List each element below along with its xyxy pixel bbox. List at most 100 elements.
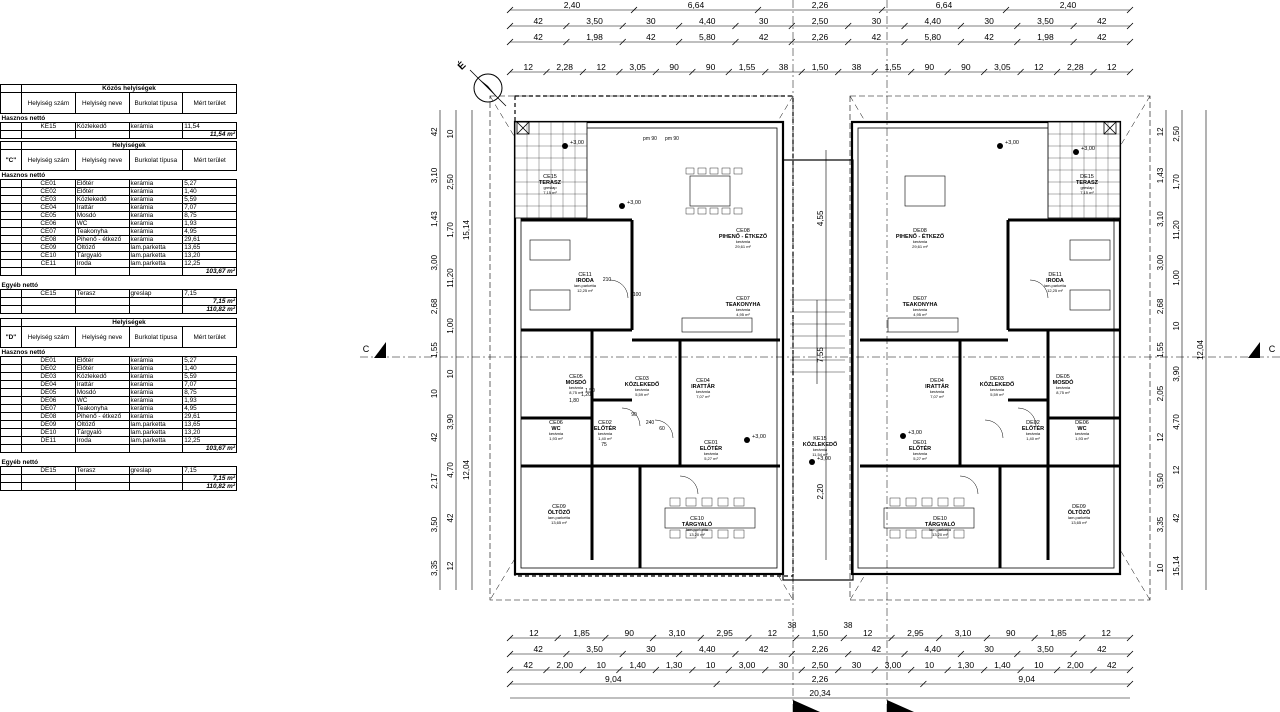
table-cell: kerámia — [128, 122, 184, 131]
chair — [697, 207, 707, 215]
table-cell — [0, 436, 22, 445]
table-cell — [21, 267, 76, 276]
room-id-de03: DE03 — [990, 376, 1004, 382]
table-cell: 5,59 — [182, 372, 237, 381]
table-title: Helyiségek — [21, 318, 237, 327]
table-cell: kerámia — [128, 372, 184, 381]
table-cell: kerámia — [128, 203, 184, 212]
table-cell: Előtér — [74, 356, 130, 365]
top-dim-row3-label: 42 — [872, 32, 882, 42]
table-cell — [0, 235, 22, 244]
table-cell: CE07 — [21, 227, 76, 236]
level-label: +3,00 — [817, 456, 831, 462]
room-area-de05: 8,75 m² — [1056, 390, 1070, 395]
table-cell: Előtér — [74, 364, 130, 373]
bottom-dim-row3-tick — [543, 666, 550, 674]
bottom-dim-row4-label: 9,04 — [605, 674, 622, 684]
table-title-row: Közös helyiségek — [0, 84, 237, 93]
bottom-dim-row4-tick — [1126, 680, 1134, 688]
room-floor-ce15: greslap — [543, 185, 557, 190]
table-cell: DE09 — [21, 420, 76, 429]
bottom-dim-row2-label: 2,26 — [812, 644, 829, 654]
right-dim-col2-label: 4,70 — [1172, 414, 1181, 430]
left-dim-col2-label: 3,90 — [446, 414, 455, 430]
roof-outline-d — [849, 95, 1151, 601]
bottom-dim-row3-label: 42 — [1107, 660, 1117, 670]
table-cell: 8,75 — [182, 211, 237, 220]
bottom-dim-row3-label: 30 — [852, 660, 862, 670]
table-cell: lam.parketta — [128, 436, 184, 445]
room-name-ce09: ÖLTÖZŐ — [548, 509, 571, 516]
top-dim-row2-tick — [732, 22, 739, 30]
room-area-de10: 13,20 m² — [932, 532, 948, 537]
bottom-dim-row3-tick — [1053, 666, 1061, 674]
top-dim-row2-label: 4,40 — [924, 16, 941, 26]
table-cell — [128, 297, 184, 306]
level-marker — [1073, 149, 1079, 155]
bottom-dim-row3-tick — [579, 666, 587, 674]
room-id-ce15: CE15 — [543, 174, 557, 180]
room-floor-de10: lam.parketta — [929, 527, 952, 532]
level-marker — [997, 143, 1003, 149]
level-marker — [619, 203, 625, 209]
top-dim-row4-tick — [834, 68, 842, 76]
table-cell: Teakonyha — [74, 404, 130, 413]
bottom-dim-row3-tick — [871, 666, 878, 674]
table-cell — [74, 482, 130, 491]
left-dim-col1-label: 3,50 — [430, 516, 439, 532]
room-name-ce04: IRATTÁR — [691, 383, 715, 390]
room-name-ce03: KÖZLEKEDŐ — [625, 381, 660, 388]
column-header: Mért terület — [182, 326, 237, 348]
table-cell: 11,54 — [182, 122, 237, 131]
sum-row: 11,54 m² — [0, 130, 237, 139]
level-label: +3,00 — [1081, 146, 1095, 152]
top-dim-row3-tick — [1070, 38, 1077, 46]
chair — [889, 529, 901, 539]
table-cell — [0, 187, 22, 196]
table-cell: CE15 — [21, 289, 76, 298]
chair — [889, 497, 901, 507]
room-id-ce11: CE11 — [578, 272, 591, 278]
column-header: Helyiség szám — [21, 149, 76, 171]
top-dim-row4-label: 90 — [669, 62, 679, 72]
table-cell — [0, 412, 22, 421]
table-cell: CE02 — [21, 187, 76, 196]
right-dim-col2-label: 42 — [1172, 513, 1181, 522]
table-cell: 1,93 — [182, 396, 237, 405]
room-area-ke15: 11,54 m² — [812, 452, 828, 457]
top-dim-row2-tick — [844, 22, 852, 30]
table-cell — [0, 211, 22, 220]
right-dim-col3-label: 12,04 — [1196, 339, 1205, 360]
top-dim-row3-tick — [788, 38, 796, 46]
top-dim-row2-label: 3,50 — [1037, 16, 1054, 26]
room-name-ce06: WC — [551, 426, 560, 432]
table-cell: Terasz — [74, 289, 130, 298]
table-cell: 5,27 — [182, 356, 237, 365]
bottom-dim-row2-tick — [506, 650, 514, 658]
door-label: pm 90 — [665, 136, 679, 142]
table-cell: kerámia — [128, 179, 184, 188]
top-dim-row4-label: 3,05 — [629, 62, 646, 72]
section-label: Hasznos nettó — [1, 114, 46, 122]
right-dim-col1-label: 3,35 — [1156, 516, 1165, 532]
left-dim-col2-label: 1,00 — [446, 318, 455, 334]
room-floor-ce06: kerámia — [549, 431, 564, 436]
top-dim-row1-label: 6,64 — [688, 0, 705, 10]
room-name-de07: TEAKONYHA — [903, 302, 938, 308]
table-cell: 4,95 — [182, 227, 237, 236]
room-name-ce02: ELŐTÉR — [594, 424, 616, 432]
table-cell — [128, 482, 184, 491]
table-cell — [0, 195, 22, 204]
table-cell: CE03 — [21, 195, 76, 204]
room-id-ce06: CE06 — [549, 420, 563, 426]
top-dim-row4-tick — [980, 68, 988, 76]
room-area-ce01: 5,27 m² — [704, 456, 718, 461]
room-name-de11: IRODA — [1046, 278, 1064, 284]
table-cell: DE05 — [21, 388, 76, 397]
table-cell: greslap — [128, 289, 184, 298]
bottom-dim-row3-tick — [798, 666, 806, 674]
bottom-dim-row1-tick — [983, 634, 991, 642]
chair — [905, 497, 917, 507]
